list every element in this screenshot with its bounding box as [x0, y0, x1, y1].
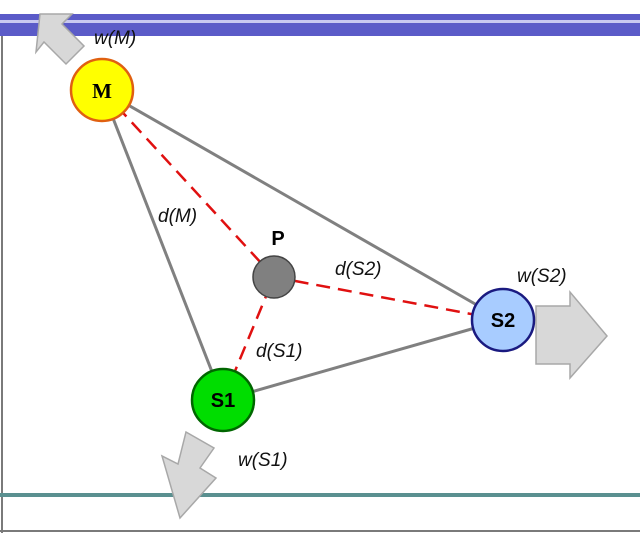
- distance-label-s2: d(S2): [335, 259, 381, 280]
- node-s2-circle: [470, 287, 536, 353]
- node-s1-circle: [190, 367, 256, 433]
- arrow-down-left-icon: [160, 430, 218, 520]
- distance-line-s2-p: [273, 275, 504, 322]
- distance-label-m: d(M): [158, 206, 197, 227]
- edge-s1-s2: [222, 318, 504, 402]
- node-p-circle: [252, 255, 296, 299]
- arrow-right-icon: [535, 289, 608, 380]
- weight-label-s1: w(S1): [238, 450, 288, 471]
- arrow-up-left-icon: [34, 13, 86, 66]
- edge-m-s2: [101, 88, 504, 322]
- node-p-label: P: [271, 228, 284, 250]
- node-s1-label: S1: [211, 390, 235, 412]
- top-band-highlight: [0, 20, 640, 23]
- bottom-band: [0, 493, 640, 497]
- distance-label-s1: d(S1): [256, 341, 302, 362]
- node-s2-label: S2: [491, 310, 515, 332]
- distance-line-m-p: [101, 89, 275, 278]
- node-m-label: M: [92, 79, 112, 103]
- node-m-circle: [69, 57, 135, 123]
- edge-m-s1: [100, 89, 225, 401]
- frame-left-border: [1, 30, 3, 533]
- weight-label-m: w(M): [94, 28, 136, 49]
- weight-label-s2: w(S2): [517, 266, 567, 287]
- frame-bottom-border: [0, 530, 640, 532]
- top-band: [0, 14, 640, 36]
